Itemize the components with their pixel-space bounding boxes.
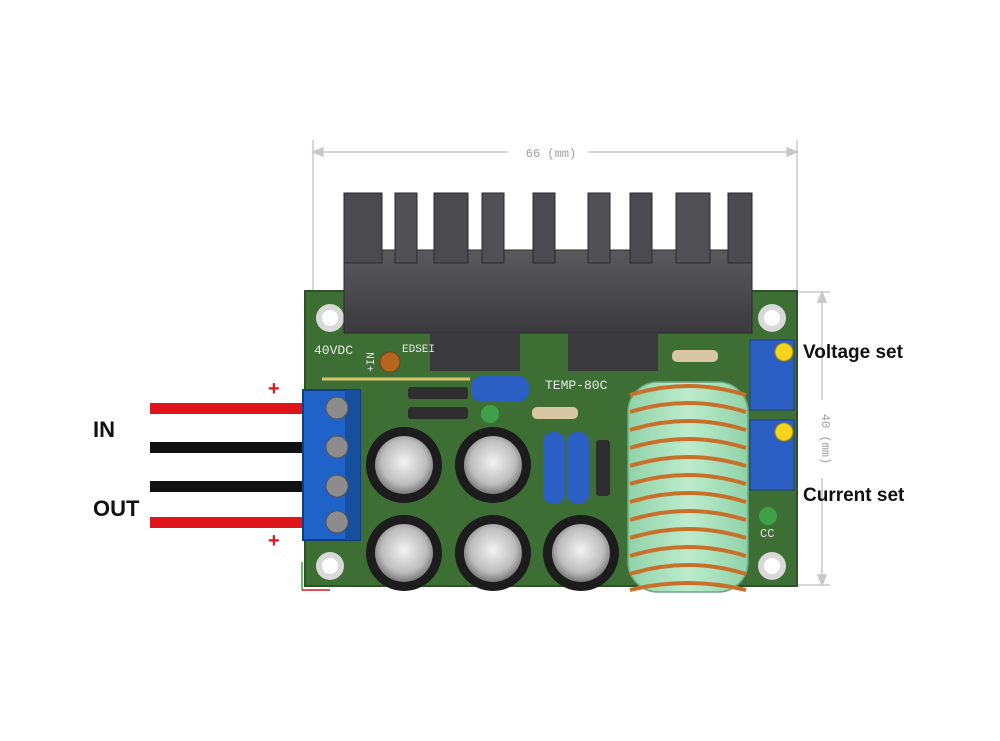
width-dimension-label: 66 (mm) [526, 147, 576, 161]
input-label: IN [93, 417, 115, 442]
film-capacitor-2 [543, 432, 565, 504]
film-capacitor [471, 376, 529, 402]
silkscreen-temp: TEMP-80C [545, 378, 608, 393]
silkscreen-input-rating: 40VDC [314, 343, 353, 358]
height-dimension-label: 40 (mm) [818, 414, 832, 464]
diode-3 [596, 440, 610, 496]
current-trimmer-knob[interactable] [774, 422, 794, 442]
film-capacitor-3 [567, 432, 589, 504]
resistor-1 [532, 407, 578, 419]
transistor-left [430, 333, 520, 371]
transistor-right [568, 333, 658, 371]
resistor-2 [672, 350, 718, 362]
input-positive-marker: + [268, 378, 280, 400]
mounting-holes [316, 304, 786, 580]
heatsink [343, 192, 753, 334]
voltage-set-label: Voltage set [803, 342, 903, 363]
axis-gizmo [301, 562, 330, 591]
silkscreen-ref: EDSEI [402, 344, 435, 356]
wires [150, 403, 310, 528]
voltage-trimmer-knob[interactable] [774, 342, 794, 362]
toroidal-inductor [627, 381, 749, 593]
electrolytic-capacitors [366, 427, 619, 591]
output-label: OUT [93, 496, 140, 521]
silkscreen-cc: CC [760, 527, 774, 541]
diode-1 [408, 387, 468, 399]
current-set-label: Current set [803, 485, 905, 506]
silkscreen-in: +IN [366, 352, 378, 372]
screw-terminal-block [302, 389, 361, 541]
led-indicator [481, 405, 499, 423]
thermistor [379, 351, 401, 373]
output-positive-marker: + [268, 530, 280, 552]
diode-2 [408, 407, 468, 419]
cc-led [759, 507, 777, 525]
